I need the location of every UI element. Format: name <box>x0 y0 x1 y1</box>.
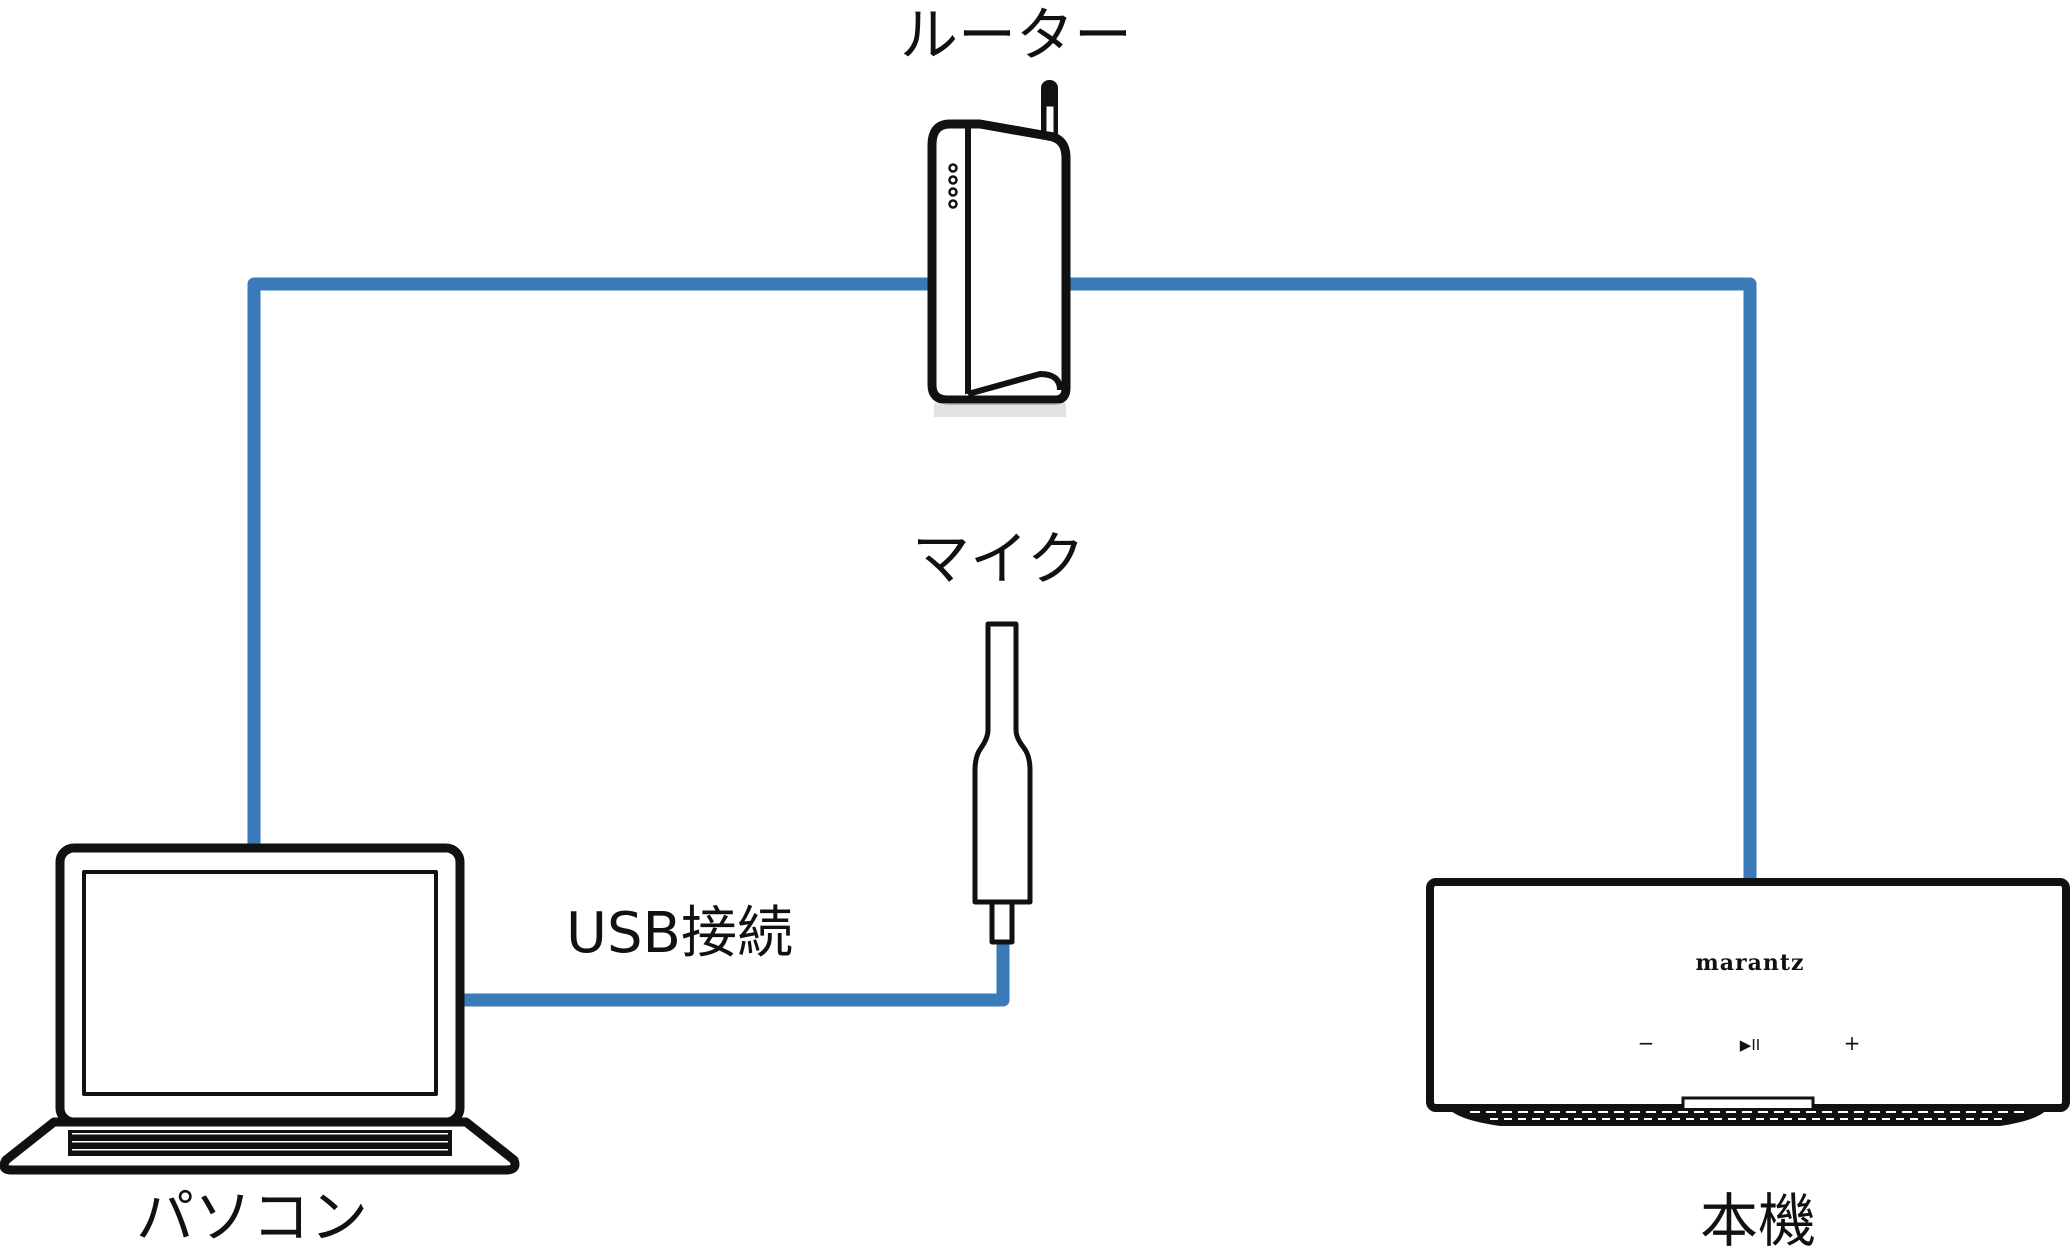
pc-label: パソコン <box>136 1183 369 1251</box>
laptop-keyboard <box>72 1133 448 1151</box>
network-cables <box>247 277 1757 1007</box>
lan-cable-pc-router <box>247 277 937 857</box>
laptop-icon <box>0 843 520 1175</box>
lan-cable-router-unit <box>1053 277 1757 887</box>
microphone-icon <box>972 621 1033 945</box>
router-icon <box>927 80 1071 417</box>
mic-label: マイク <box>912 525 1085 593</box>
usb-cable-pc-mic <box>459 938 1010 1007</box>
unit-label: 本機 <box>1700 1187 1817 1255</box>
brand-logo: marantz <box>1695 950 1804 976</box>
speaker-unit-icon: marantz − ▶II + <box>1426 878 2070 1126</box>
volume-up-button[interactable]: + <box>1844 1031 1861 1055</box>
router-label: ルーター <box>900 1 1133 69</box>
volume-down-button[interactable]: − <box>1638 1031 1655 1055</box>
usb-connection-label: USB接続 <box>566 901 793 966</box>
play-pause-button[interactable]: ▶II <box>1740 1036 1760 1054</box>
